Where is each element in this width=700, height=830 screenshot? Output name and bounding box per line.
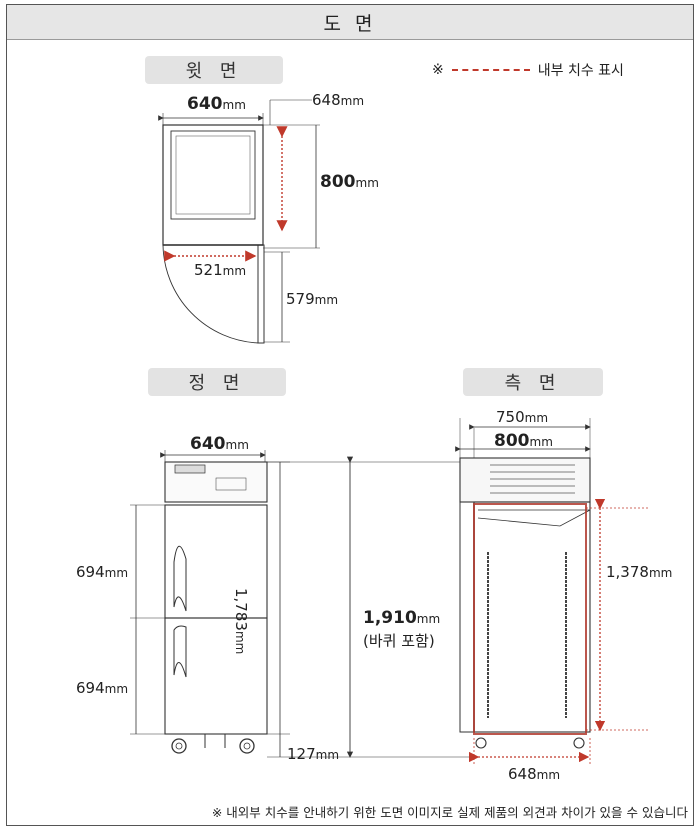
front-view-drawing xyxy=(130,450,470,758)
top-width-inner-label: 648mm xyxy=(312,91,365,109)
lower-door-height-label: 694mm xyxy=(76,679,129,697)
side-view-drawing xyxy=(455,418,591,749)
side-depth-inner-label: 750mm xyxy=(496,408,549,426)
upper-door-height-label: 694mm xyxy=(76,563,129,581)
top-width-outer-label: 640mm xyxy=(187,94,246,114)
total-height-label: 1,910mm xyxy=(363,608,441,628)
footnote: ※ 내외부 치수를 안내하기 위한 도면 이미지로 실제 제품의 외견과 차이가… xyxy=(211,805,688,820)
legend: ※ 내부 치수 표시 xyxy=(432,60,624,80)
body-height-label: 1,783mm xyxy=(232,588,250,655)
front-view-label: 정 면 xyxy=(148,368,286,396)
top-inner-width-label: 521mm xyxy=(194,261,247,279)
door-swing-label: 579mm xyxy=(286,290,339,308)
reference-mark: ※ xyxy=(432,62,444,78)
side-view-inner-dimensions xyxy=(468,498,650,764)
total-height-note: (바퀴 포함) xyxy=(363,632,435,650)
side-view-label: 측 면 xyxy=(463,368,603,396)
drawing-frame xyxy=(6,4,694,826)
caster-height-label: 127mm xyxy=(287,745,340,763)
legend-text: 내부 치수 표시 xyxy=(537,63,624,79)
legend-dash-line xyxy=(451,69,530,71)
side-inner-height-label: 1,378mm xyxy=(606,563,673,581)
front-width-label: 640mm xyxy=(190,434,249,454)
side-inner-depth-label: 648mm xyxy=(508,765,561,783)
top-depth-label: 800mm xyxy=(320,172,379,192)
top-view-label: 윗 면 xyxy=(145,56,283,84)
top-view-drawing xyxy=(158,99,320,344)
top-view-inner-dimensions xyxy=(164,126,288,262)
side-depth-outer-label: 800mm xyxy=(494,431,553,451)
page-title: 도 면 xyxy=(7,5,693,40)
